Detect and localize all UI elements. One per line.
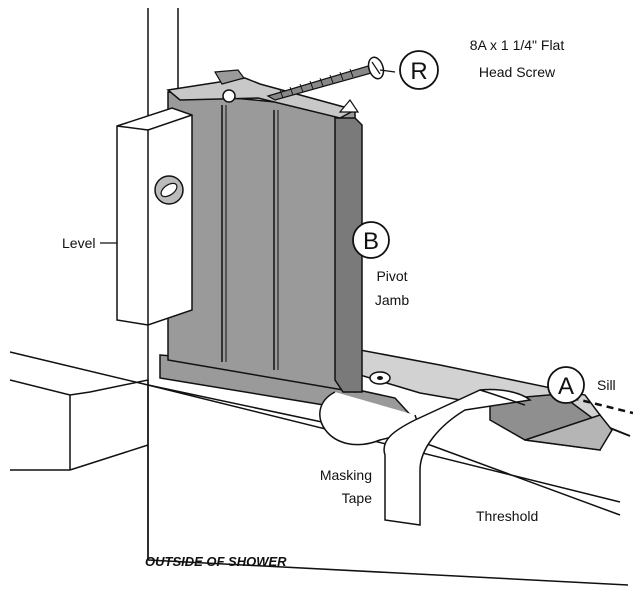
screw-label-line2: Head Screw	[479, 64, 556, 80]
threshold-curb	[9, 351, 629, 586]
screw	[266, 56, 385, 101]
sill-label: Sill	[597, 377, 616, 393]
level-tool	[116, 107, 193, 326]
threshold-label: Threshold	[476, 508, 538, 524]
badge-r-letter: R	[410, 58, 427, 85]
level-label: Level	[62, 235, 95, 251]
jamb-label-line2: Jamb	[375, 292, 409, 308]
badge-b: B	[352, 221, 390, 259]
badge-r: R	[399, 50, 439, 90]
leader-lines	[100, 69, 396, 244]
badge-a-letter: A	[558, 373, 574, 400]
badge-a: A	[547, 366, 585, 404]
caption-outside-of-shower: OUTSIDE OF SHOWER	[145, 554, 287, 569]
tape-label-line1: Masking	[320, 467, 372, 483]
pivot-hole	[369, 371, 391, 385]
badge-b-letter: B	[363, 228, 379, 255]
jamb-label-line1: Pivot	[376, 268, 407, 284]
screw-label-line1: 8A x 1 1/4" Flat	[470, 37, 565, 53]
tape-label-line2: Tape	[342, 490, 373, 506]
pivot-jamb	[166, 69, 363, 393]
masking-tape	[319, 388, 532, 526]
